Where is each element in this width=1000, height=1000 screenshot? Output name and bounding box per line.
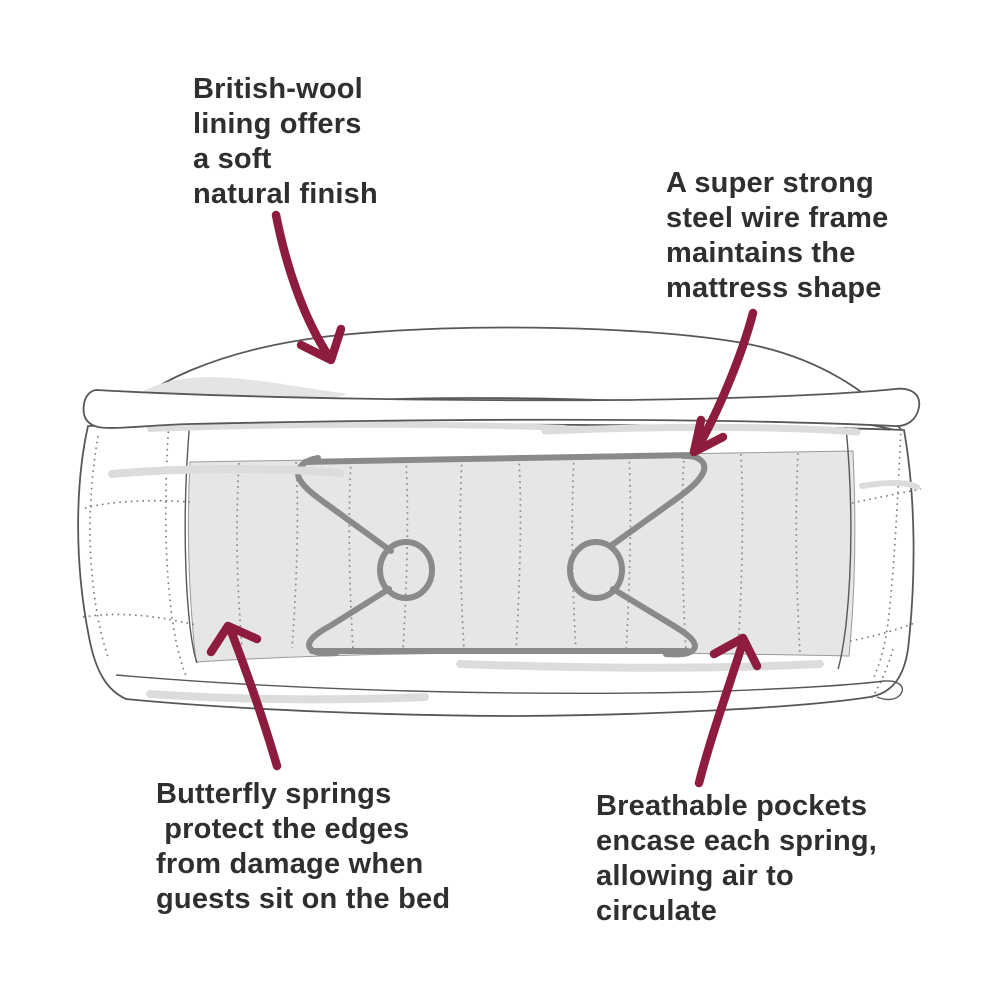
- annotation-line: Butterfly springs: [156, 778, 392, 810]
- quilt-right-vertical: [873, 427, 902, 678]
- wire-top-bar: [302, 452, 697, 465]
- butterfly-spring-left-lower: [306, 586, 392, 657]
- annotation-steel-wire-frame: A super strong steel wire frame maintain…: [666, 166, 888, 306]
- annotation-line: a soft: [193, 143, 272, 175]
- annotation-line: steel wire frame: [666, 202, 889, 234]
- arrow-shaft: [226, 626, 282, 771]
- annotation-british-wool: British-wool lining offers a soft natura…: [193, 72, 378, 212]
- arrow-head: [296, 324, 346, 365]
- annotation-line: allowing air to: [596, 860, 794, 892]
- butterfly-spring-left-upper: [295, 455, 394, 554]
- arrow-head: [709, 633, 762, 671]
- arrow-head: [206, 621, 262, 657]
- annotation-line: British-wool: [193, 73, 363, 105]
- annotation-arrows: [206, 210, 762, 788]
- seam-bottom: [115, 674, 885, 695]
- arrow-shaft: [271, 210, 335, 363]
- pocket-spring-lines: [236, 452, 801, 655]
- annotation-line: lining offers: [193, 108, 362, 140]
- annotation-line: protect the edges: [156, 813, 410, 845]
- annotation-breathable-pockets: Breathable pockets encase each spring, a…: [596, 789, 877, 929]
- butterfly-spring-right-coil: [567, 539, 625, 601]
- seam-right: [837, 426, 852, 670]
- quilt-left-horizontal-2: [82, 613, 197, 626]
- side-panel-quilting: [82, 419, 922, 700]
- cutaway-panel: [187, 450, 856, 663]
- mattress-seams: [115, 419, 903, 701]
- annotation-line: natural finish: [193, 178, 378, 210]
- butterfly-spring-right-lower: [610, 586, 698, 658]
- butterfly-spring-left-coil: [377, 539, 435, 601]
- annotation-line: guests sit on the bed: [156, 883, 451, 915]
- annotation-line: circulate: [596, 895, 718, 927]
- quilt-left-horizontal-1: [84, 499, 191, 509]
- butterfly-spring-right-upper: [609, 452, 708, 548]
- quilt-right-horizontal-2: [849, 621, 918, 642]
- arrow-breathable-pockets: [694, 633, 762, 788]
- seam-corner-tab: [876, 680, 903, 701]
- annotation-line: from damage when: [156, 848, 424, 880]
- seam-left: [184, 419, 198, 664]
- arrow-head: [689, 415, 728, 457]
- annotation-line: maintains the: [666, 237, 856, 269]
- annotation-butterfly-springs: Butterfly springs protect the edges from…: [156, 777, 450, 917]
- arrow-british-wool: [271, 210, 346, 365]
- annotation-line: A super strong: [666, 167, 874, 199]
- wire-bottom-bar: [309, 647, 691, 654]
- arrow-shaft: [694, 640, 747, 788]
- annotation-line: Breathable pockets: [596, 790, 868, 822]
- quilt-left-vertical-outer: [89, 435, 110, 661]
- annotation-line: mattress shape: [666, 272, 882, 304]
- arrow-steel-wire-frame: [689, 308, 758, 457]
- shadow-smudges: [108, 421, 920, 704]
- arrow-shaft: [692, 308, 758, 454]
- annotation-line: encase each spring,: [596, 825, 878, 857]
- quilt-left-vertical-inner: [164, 419, 187, 677]
- spring-wire-frame: [295, 452, 708, 658]
- arrow-butterfly-springs: [206, 621, 282, 771]
